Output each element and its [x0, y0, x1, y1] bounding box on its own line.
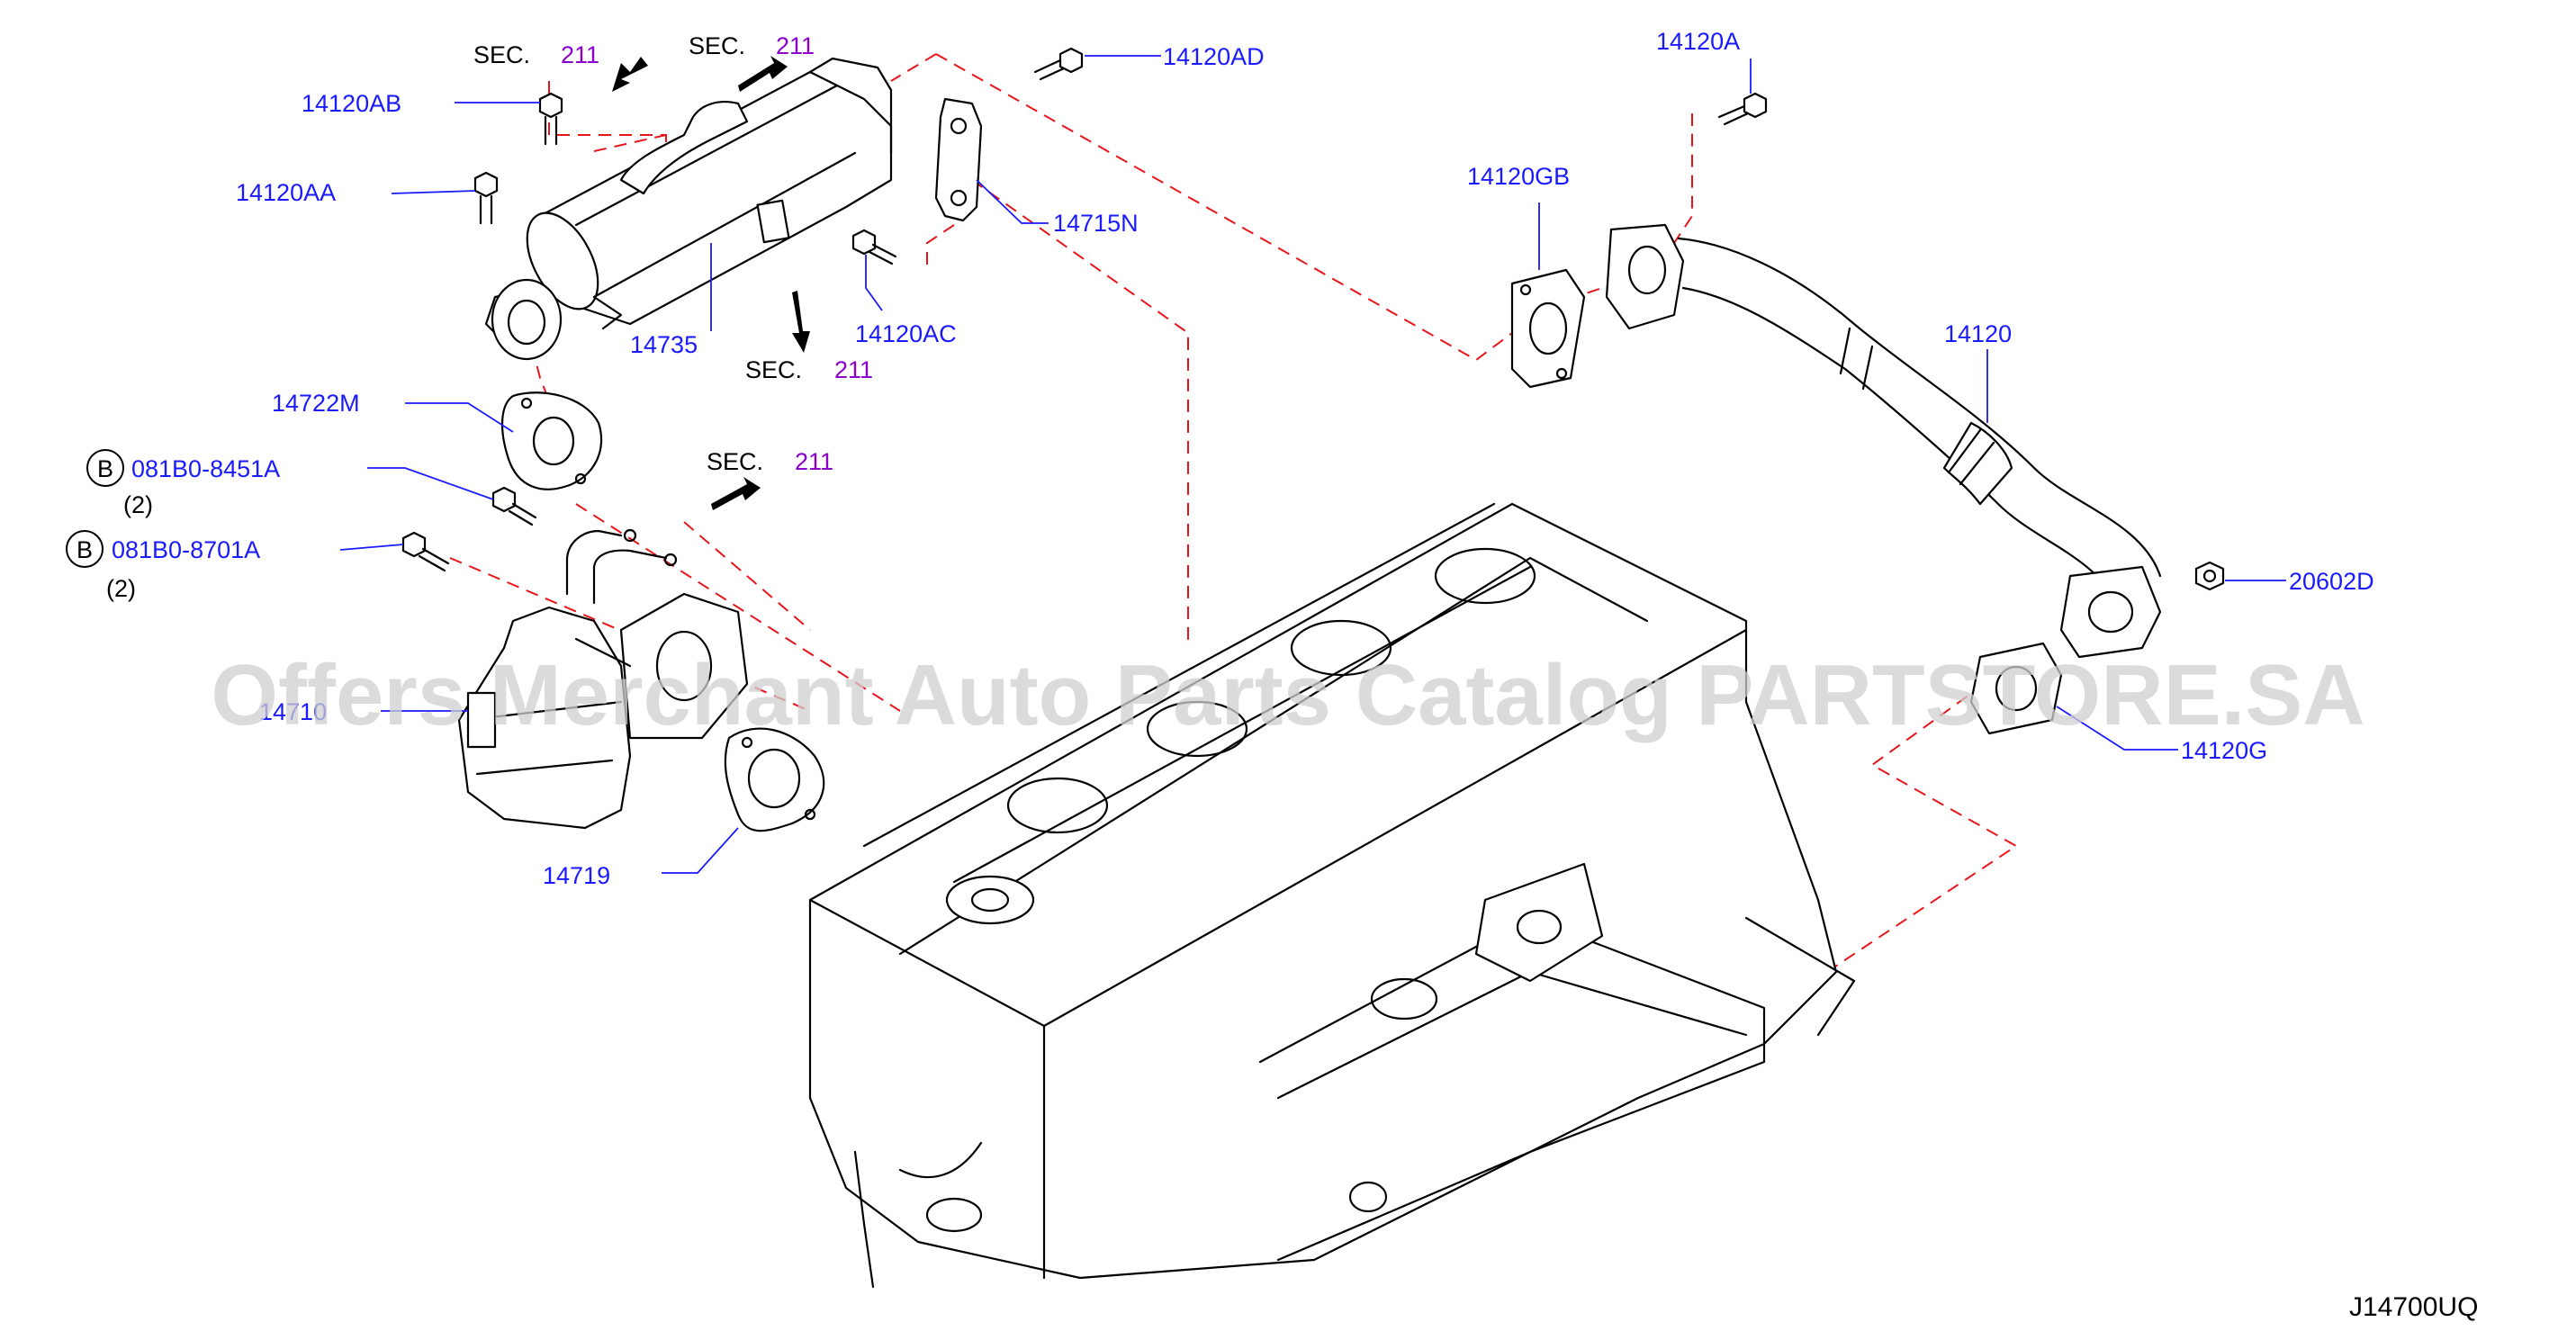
egr-valve[interactable]: [457, 528, 749, 830]
b-marker-circle: [66, 530, 104, 568]
nut-20602d[interactable]: [2194, 561, 2225, 591]
cylinder-head[interactable]: [808, 502, 1856, 1289]
sec-ref-number[interactable]: 211: [795, 448, 833, 475]
bolt-14120ad[interactable]: [1033, 47, 1084, 81]
label-14120[interactable]: 14120: [1944, 320, 2012, 347]
label-20602d[interactable]: 20602D: [2289, 568, 2374, 595]
bolt-14120ac[interactable]: [851, 229, 897, 265]
label-14120aa[interactable]: 14120AA: [236, 179, 336, 206]
label-14120ab[interactable]: 14120AB: [302, 90, 401, 117]
b-marker-8451a: B: [97, 455, 113, 482]
label-14120g[interactable]: 14120G: [2181, 737, 2267, 764]
label-14120ad[interactable]: 14120AD: [1163, 43, 1265, 70]
bolts: [401, 47, 1768, 572]
sec-ref-prefix: SEC.: [745, 356, 802, 383]
arrow-icon: [738, 56, 788, 92]
gasket-14719[interactable]: [724, 727, 825, 832]
egr-tube[interactable]: [1605, 223, 2162, 659]
sec-ref-number[interactable]: 211: [776, 32, 815, 59]
label-14719[interactable]: 14719: [543, 862, 610, 889]
label-14120ac[interactable]: 14120AC: [855, 320, 957, 347]
arrow-icon: [792, 291, 810, 353]
sec-ref-number[interactable]: 211: [834, 356, 873, 383]
qty-8451a: (2): [123, 491, 153, 518]
label-14715n[interactable]: 14715N: [1053, 210, 1139, 237]
bolt-081b0-8701a[interactable]: [401, 531, 450, 572]
section-arrows: [612, 56, 810, 510]
label-14735[interactable]: 14735: [630, 331, 698, 358]
gasket-14120gb[interactable]: [1510, 268, 1586, 389]
bolt-14120ab[interactable]: [538, 92, 563, 146]
bolt-markers: B B (2) (2): [66, 449, 153, 602]
label-081b0-8451a[interactable]: 081B0-8451A: [131, 455, 280, 482]
bracket-14715n[interactable]: [934, 97, 983, 222]
b-marker-circle: [86, 449, 124, 487]
bolt-081b0-8451a[interactable]: [491, 486, 537, 526]
sec-ref-prefix: SEC.: [689, 32, 745, 59]
sec-ref-number[interactable]: 211: [561, 41, 599, 68]
label-081b0-8701a[interactable]: 081B0-8701A: [112, 536, 260, 563]
gasket-14722m[interactable]: [500, 391, 603, 490]
label-14722m[interactable]: 14722M: [272, 390, 360, 417]
part-labels: 14120AB 14120AA 14120AD 14120A 14120GB 1…: [112, 28, 2374, 889]
bolt-14120aa[interactable]: [473, 171, 499, 225]
b-marker-8701a: B: [77, 536, 93, 563]
arrow-icon: [711, 477, 761, 510]
label-14710[interactable]: 14710: [259, 698, 327, 725]
section-refs: SEC. 211 SEC. 211 SEC. 211 SEC. 211: [473, 32, 873, 475]
bolt-14120a[interactable]: [1717, 92, 1768, 126]
sec-ref-prefix: SEC.: [473, 41, 530, 68]
egr-cooler[interactable]: [484, 57, 893, 361]
sec-ref-prefix: SEC.: [707, 448, 763, 475]
arrow-icon: [612, 57, 648, 92]
label-14120gb[interactable]: 14120GB: [1467, 163, 1570, 190]
leader-lines: [339, 55, 2286, 874]
diagram-code: J14700UQ: [2349, 1292, 2478, 1322]
gasket-14120g[interactable]: [1969, 642, 2063, 735]
qty-8701a: (2): [106, 575, 136, 602]
watermark: Offers Merchant Auto Parts Catalog PARTS…: [211, 647, 2364, 743]
label-14120a[interactable]: 14120A: [1656, 28, 1740, 55]
